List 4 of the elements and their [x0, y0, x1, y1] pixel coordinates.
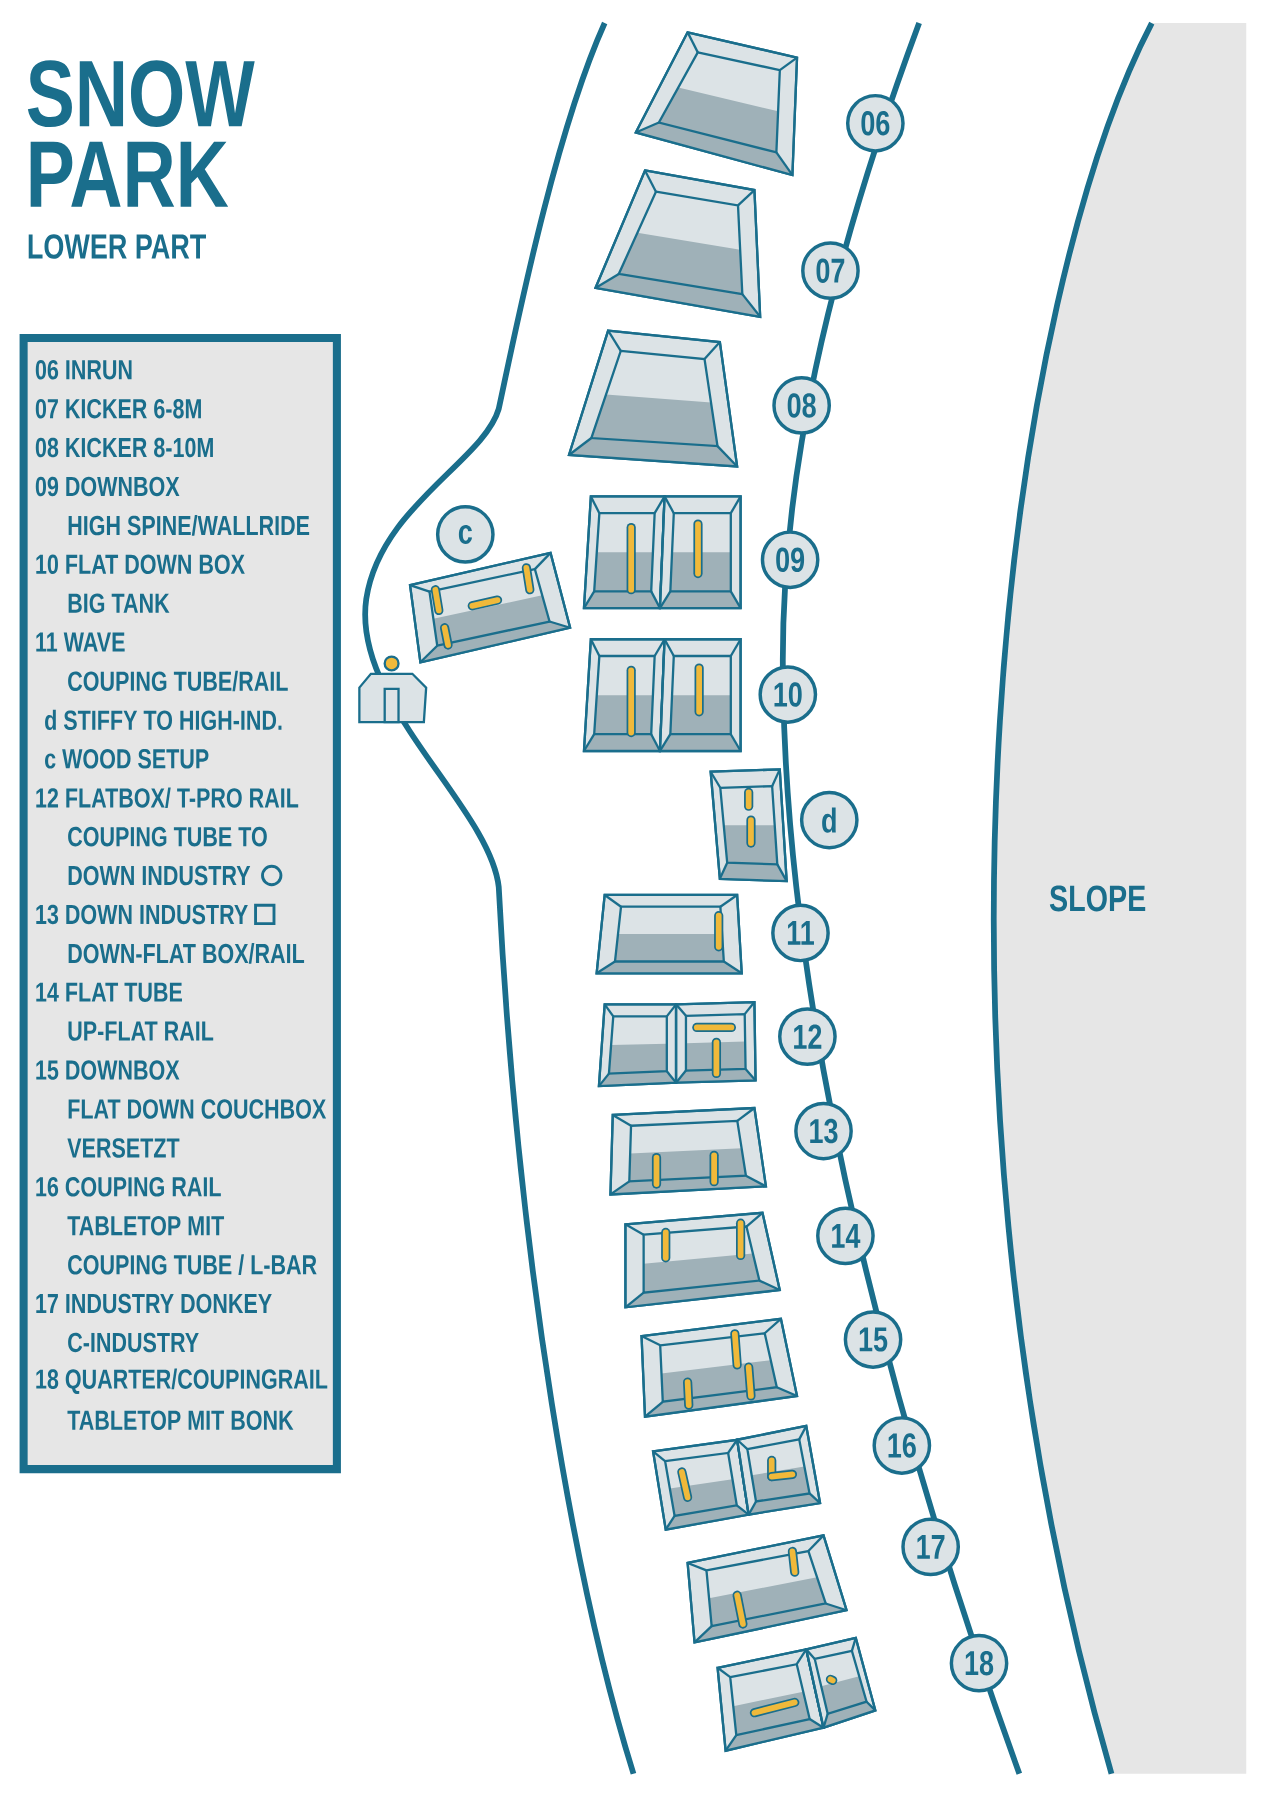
title: SNOW PARK — [27, 60, 255, 207]
legend-box: 06 INRUN 07 KICKER 6-8M 08 KICKER 8-10M 09 DOWNBOX HIGH SPINE/WALLRIDE 10 FLAT DOWN BOX BIG TANK 11 WAVE COUPING TUBE/RAIL d STIFFY TO HIGH-IND. c WOOD SETUP 12 FLATBOX/ T-PRO RAIL COUPING TUBE TO DOWN INDUSTRY 13 DOWN INDUSTRY DOWN-FLAT BOX/RAIL 14 FLAT TUBE UP-FLAT RAIL 15 DOWNBOX FLAT DOWN COUCHBOX VERSETZT 16 COUPING RAIL TABLETOP MIT COUPING TUBE / L-BAR 17 INDUSTRY DONKEY C-INDUSTRY 18 QUARTER/COUPINGRAIL TABLETOP MIT BONK — [19, 334, 341, 1474]
subtitle: LOWER PART — [28, 234, 207, 259]
area-label: SLOPE — [1049, 885, 1146, 912]
